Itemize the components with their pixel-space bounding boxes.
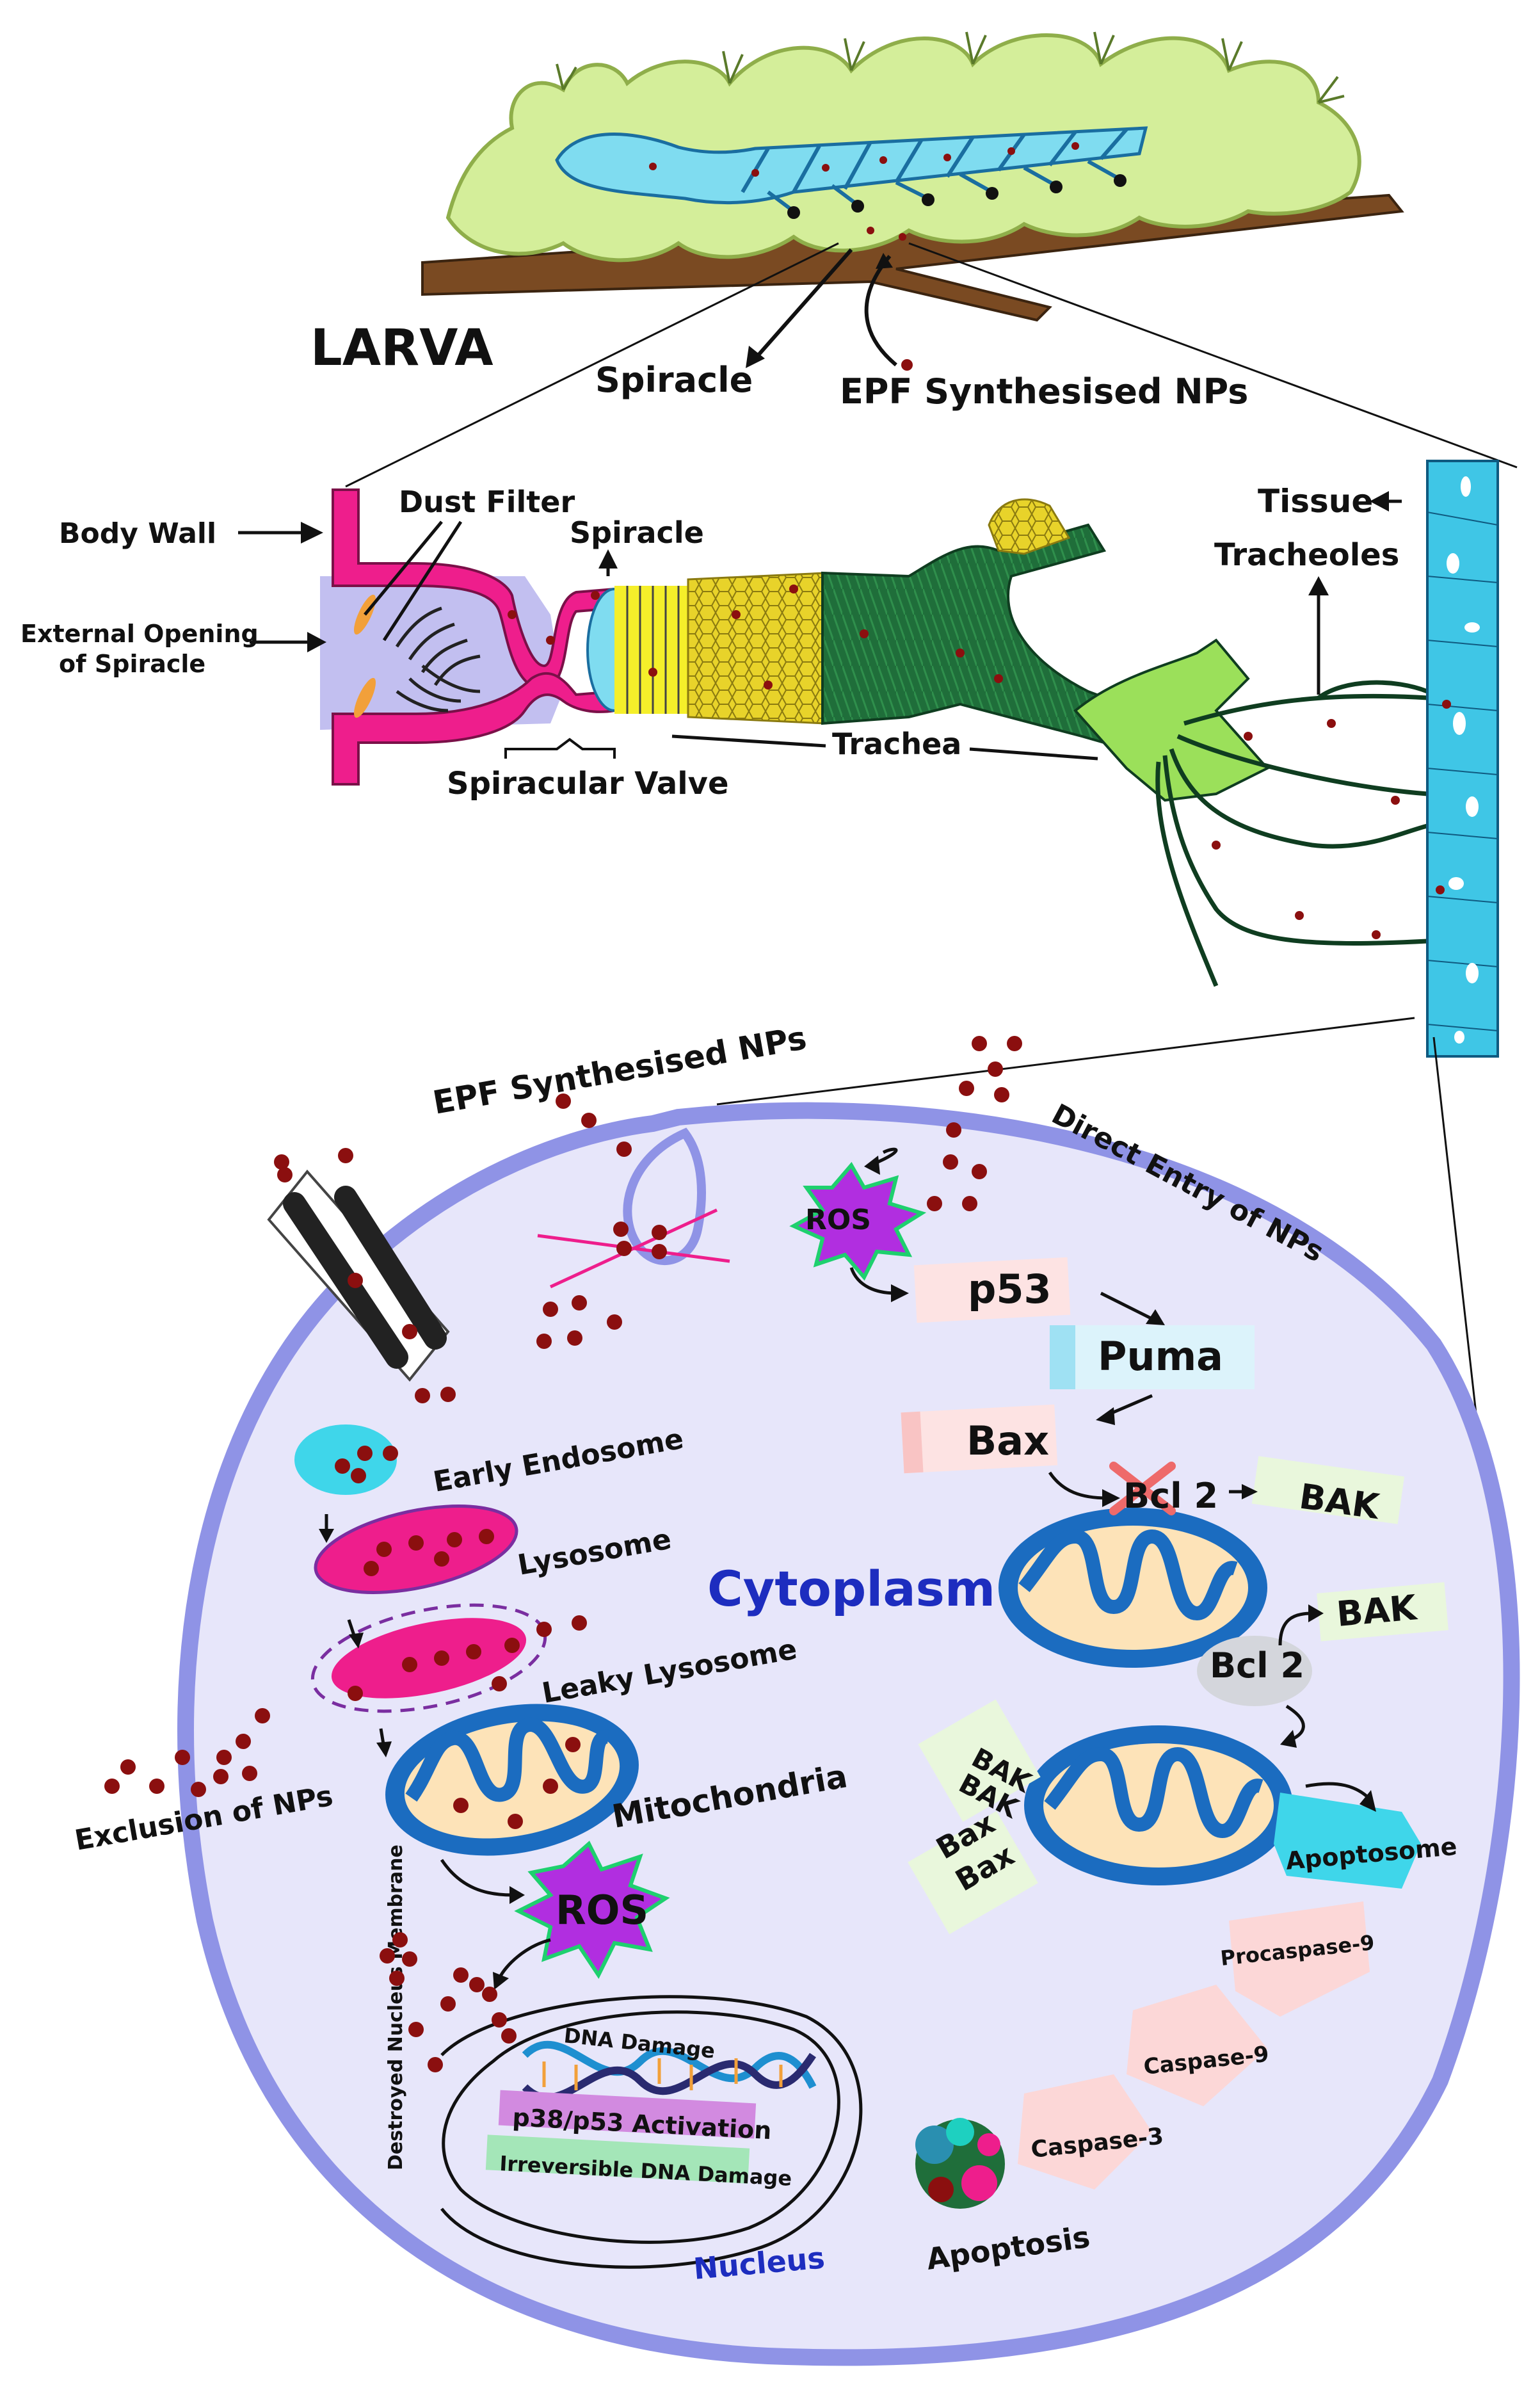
nucleus — [440, 1995, 863, 2269]
ros-star-top — [789, 1161, 927, 1281]
label-body-wall: Body Wall — [59, 517, 216, 550]
nanoparticles — [104, 1036, 1022, 2072]
p53-label: p53 — [968, 1266, 1052, 1312]
ros-star-bottom — [514, 1841, 670, 1979]
destroyed-nucleus-label: Destroyed Nucleus Membrane — [385, 1844, 407, 2170]
bak-bak-box — [918, 1699, 1041, 1822]
procaspase9-shape — [1229, 1901, 1370, 2017]
bax-label: Bax — [967, 1417, 1049, 1464]
bcl2-cloud — [1197, 1636, 1312, 1706]
larva-nps-label: EPF Synthesised NPs — [840, 371, 1248, 412]
label-tissue: Tissue — [1258, 483, 1373, 520]
larva-arrows — [753, 248, 897, 367]
ros-top-label: ROS — [805, 1204, 871, 1236]
spiracle-section-arrows — [238, 499, 1402, 761]
apoptosome-shape — [1274, 1793, 1421, 1889]
ros-bottom-label: ROS — [556, 1887, 648, 1933]
bcl2-crossout — [1109, 1462, 1176, 1515]
irreversible-box — [485, 2134, 750, 2184]
leaky-lysosome — [331, 1618, 527, 1698]
tracheole-fan — [1073, 638, 1270, 802]
label-dust-filter: Dust Filter — [399, 485, 575, 519]
label-trachea: Trachea — [832, 727, 961, 761]
bak-label-b: BAK — [1335, 1587, 1420, 1634]
cytoplasm-label: Cytoplasm — [707, 1560, 995, 1617]
body-wall-lower — [332, 672, 616, 786]
trachea-tube — [821, 523, 1141, 751]
label-spiracle: Spiracle — [570, 515, 704, 550]
pathway-arrows — [325, 1147, 1371, 1980]
trachea-tip — [988, 498, 1071, 555]
apoptotic-body — [915, 2118, 1005, 2209]
bcl2-label-b: Bcl 2 — [1210, 1645, 1304, 1686]
bax-box — [901, 1404, 1058, 1474]
p53-box — [913, 1257, 1071, 1323]
label-spiracular-valve: Spiracular Valve — [447, 766, 729, 802]
p38-box — [498, 2090, 757, 2139]
entry-lines — [537, 1208, 730, 1289]
larva-illustration — [421, 31, 1404, 322]
caspase3-shape — [1018, 2074, 1152, 2190]
honeycomb-segment — [687, 572, 827, 725]
larva-spiracle-label: Spiracle — [595, 360, 753, 400]
label-external-opening-2: of Spiracle — [59, 650, 205, 678]
valve-bracket — [504, 738, 616, 759]
caspase9-shape — [1127, 1985, 1267, 2106]
label-external-opening-1: External Opening — [20, 620, 259, 648]
bak-box-1 — [1251, 1456, 1405, 1524]
mitochondrion-right-bottom — [1024, 1725, 1293, 1885]
puma-box — [1050, 1325, 1255, 1389]
bak-box-2 — [1317, 1582, 1448, 1642]
zoom-lines-top — [345, 242, 1518, 488]
spiracle-cross-section — [320, 460, 1499, 1058]
puma-label: Puma — [1098, 1333, 1223, 1380]
branch — [421, 193, 1404, 322]
larva-np-marker — [901, 359, 913, 371]
label-tracheoles: Tracheoles — [1214, 537, 1399, 573]
bax-bax-box — [908, 1811, 1038, 1935]
larva-title: LARVA — [310, 319, 493, 377]
mitochondrion-right-top — [999, 1508, 1267, 1668]
tissue-strip — [1426, 460, 1499, 1058]
bcl2-label-a: Bcl 2 — [1123, 1476, 1218, 1516]
